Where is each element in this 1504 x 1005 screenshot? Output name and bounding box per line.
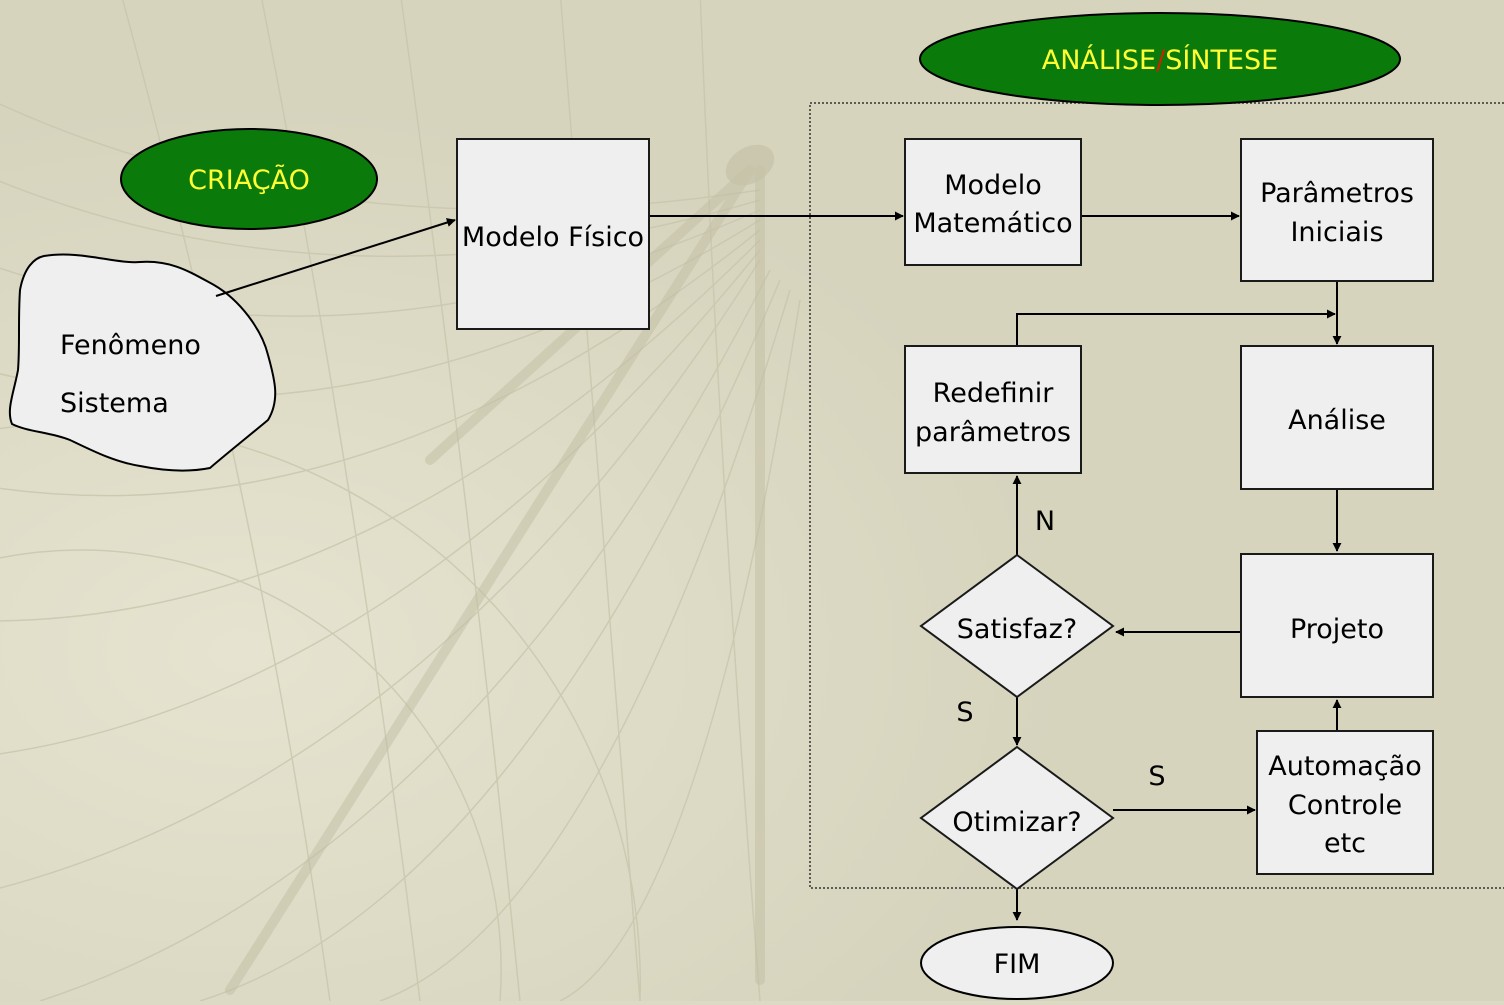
- automacao-box: Automação Controle etc: [1256, 730, 1434, 875]
- modelo-fisico-box: Modelo Físico: [456, 138, 650, 330]
- redefinir-line2: parâmetros: [915, 417, 1071, 448]
- modelo-fisico-label: Modelo Físico: [462, 222, 644, 253]
- analise-box: Análise: [1240, 345, 1434, 490]
- analise-sintese-region: [809, 102, 1504, 889]
- criacao-oval: CRIAÇÃO: [120, 128, 378, 230]
- edge-label-s-satisfaz: S: [956, 697, 973, 728]
- automacao-line3: etc: [1324, 828, 1366, 859]
- svg-text:ANÁLISE/SÍNTESE: ANÁLISE/SÍNTESE: [1042, 44, 1279, 76]
- modelo-matematico-box: Modelo Matemático: [904, 138, 1082, 266]
- fim-terminal: FIM: [920, 926, 1114, 1000]
- edges: [215, 211, 1342, 921]
- modelo-matematico-line1: Modelo: [944, 170, 1042, 201]
- modelo-matematico-line2: Matemático: [913, 208, 1072, 239]
- redefinir-parametros-box: Redefinir parâmetros: [904, 345, 1082, 474]
- automacao-line1: Automação: [1268, 751, 1421, 782]
- satisfaz-decision: Satisfaz?: [919, 553, 1115, 699]
- fenomeno-label: Fenômeno: [60, 330, 201, 361]
- fenomeno-cloud: Fenômeno Sistema: [8, 253, 277, 472]
- parametros-iniciais-line2: Iniciais: [1290, 217, 1383, 248]
- analise-label: ANÁLISE: [1042, 44, 1156, 76]
- sintese-label: SÍNTESE: [1165, 44, 1278, 76]
- sistema-label: Sistema: [60, 388, 169, 419]
- analise-label: Análise: [1288, 405, 1386, 436]
- otimizar-decision: Otimizar?: [919, 745, 1115, 891]
- edge-label-n: N: [1035, 506, 1055, 537]
- parametros-iniciais-box: Parâmetros Iniciais: [1240, 138, 1434, 282]
- edge-redefinir-to-analise: [1016, 309, 1336, 346]
- edge-fenomeno-to-modelo-fisico: [215, 218, 456, 297]
- otimizar-label: Otimizar?: [952, 807, 1081, 838]
- redefinir-line1: Redefinir: [933, 378, 1055, 409]
- criacao-label: CRIAÇÃO: [188, 164, 310, 196]
- projeto-box: Projeto: [1240, 553, 1434, 698]
- automacao-line2: Controle: [1288, 790, 1402, 821]
- parametros-iniciais-line1: Parâmetros: [1260, 178, 1414, 209]
- fim-label: FIM: [994, 949, 1041, 980]
- satisfaz-label: Satisfaz?: [957, 614, 1077, 645]
- edge-label-s-otimizar: S: [1148, 761, 1165, 792]
- analise-sintese-oval: ANÁLISE/SÍNTESE: [919, 12, 1401, 106]
- separator-slash: /: [1156, 45, 1166, 76]
- projeto-label: Projeto: [1290, 614, 1384, 645]
